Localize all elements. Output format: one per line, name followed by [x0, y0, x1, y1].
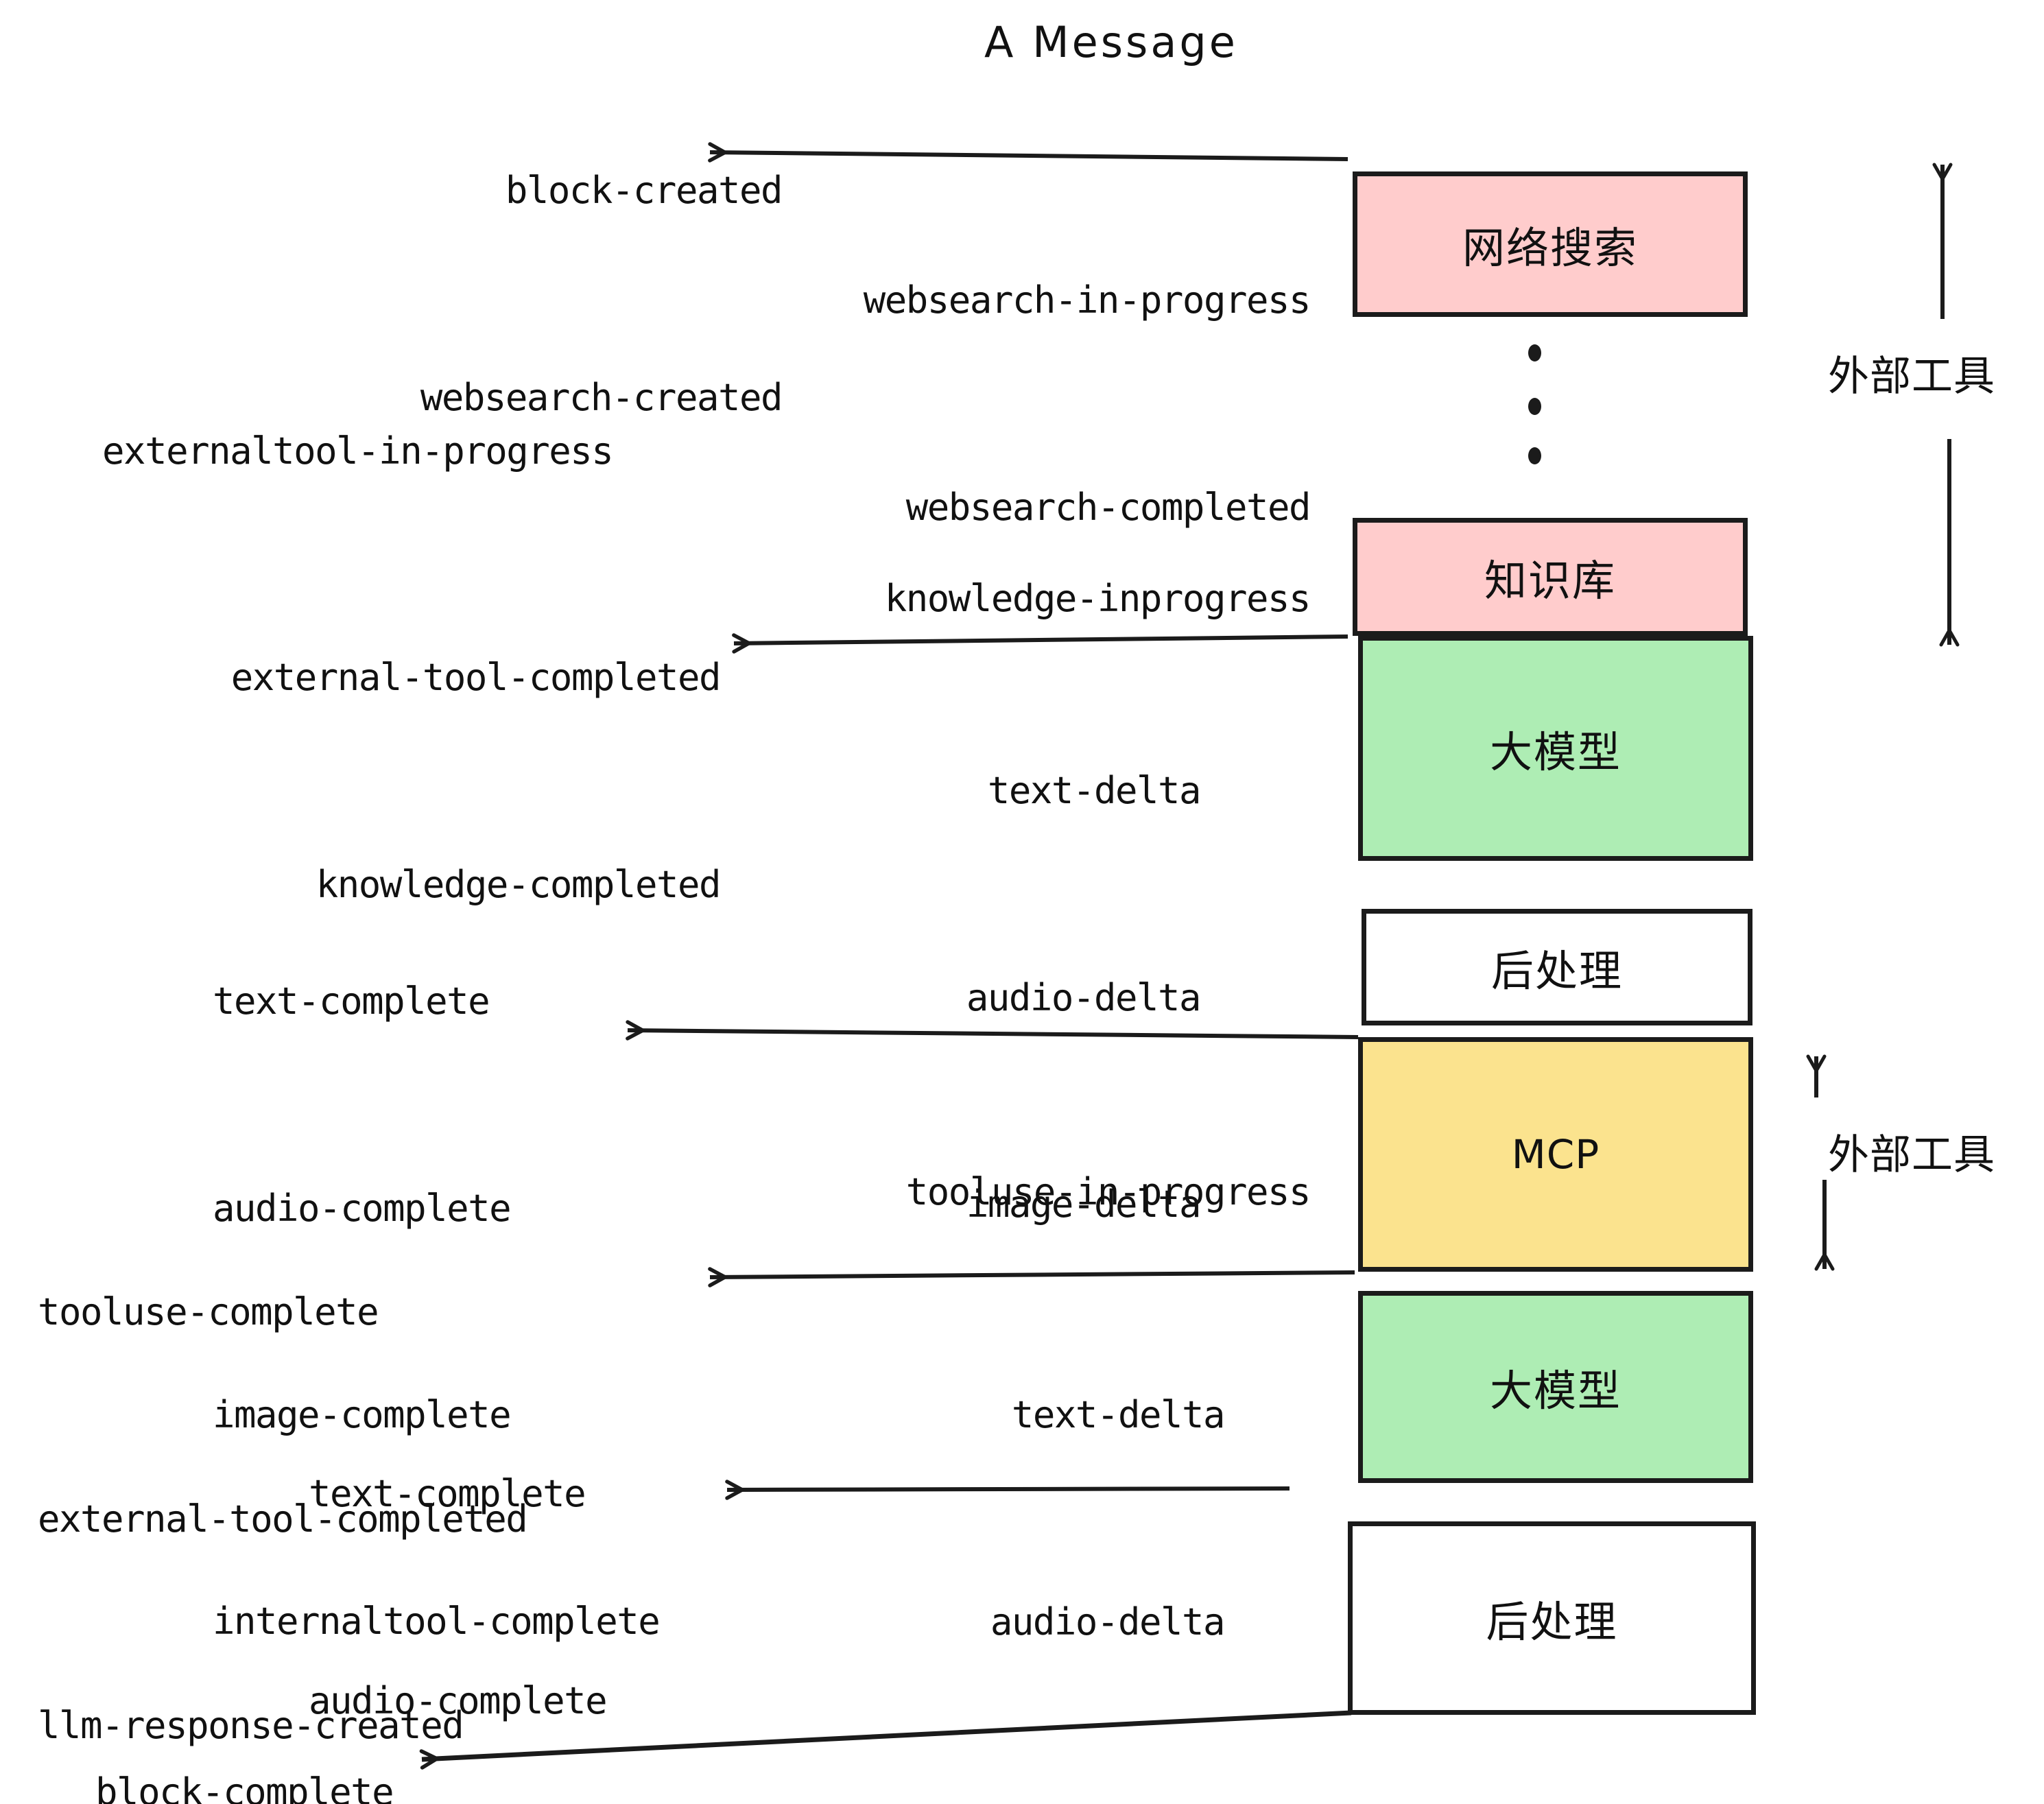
event-label: audio-complete: [213, 1186, 512, 1230]
node-postprocess-1[interactable]: 后处理: [1362, 909, 1752, 1025]
event-label: audio-delta: [990, 1600, 1226, 1643]
event-label: tooluse-in-progress: [905, 1170, 1311, 1214]
event-label: knowledge-completed: [316, 862, 722, 906]
event-label: websearch-created: [420, 375, 783, 419]
node-postprocess-1-label: 后处理: [1490, 946, 1623, 996]
event-label: audio-complete: [309, 1678, 608, 1722]
event-group-block-created: block-created websearch-created: [96, 96, 783, 492]
node-llm-1-label: 大模型: [1489, 727, 1621, 777]
node-llm-1[interactable]: 大模型: [1358, 636, 1753, 861]
event-group-delta-1: text-delta audio-delta image-delta: [658, 696, 1202, 1298]
side-label-external-tool-top: 外部工具: [1828, 353, 1995, 401]
event-group-tooluse: tooluse-complete external-tool-completed…: [38, 1218, 528, 1804]
node-llm-2-label: 大模型: [1489, 1366, 1621, 1416]
node-websearch[interactable]: 网络搜索: [1353, 171, 1748, 317]
event-label: websearch-in-progress: [863, 278, 1311, 322]
event-label: external-tool-completed: [38, 1497, 528, 1541]
side-label-external-tool-bottom: 外部工具: [1828, 1131, 1995, 1179]
ellipsis-dot: [1528, 398, 1541, 415]
event-tooluse-in-progress: tooluse-in-progress: [542, 1135, 1311, 1248]
event-label: externaltool-in-progress: [102, 429, 614, 473]
event-label: internaltool-complete: [213, 1600, 661, 1643]
event-externaltool-in-progress: externaltool-in-progress: [17, 394, 614, 508]
ellipsis-dot: [1528, 447, 1541, 464]
event-group-external-knowledge: external-tool-completed knowledge-comple…: [27, 583, 722, 979]
node-mcp-label: MCP: [1511, 1131, 1600, 1178]
arrow-block-created: [708, 142, 1348, 163]
event-label: knowledge-inprogress: [884, 577, 1311, 621]
node-knowledge[interactable]: 知识库: [1353, 518, 1748, 636]
event-group-complete-1: text-complete audio-complete image-compl…: [213, 907, 661, 1716]
event-label: tooluse-complete: [38, 1290, 379, 1334]
node-postprocess-2[interactable]: 后处理: [1348, 1521, 1756, 1715]
event-group-delta-2: text-delta audio-delta image-delta: [686, 1320, 1226, 1804]
node-mcp[interactable]: MCP: [1358, 1037, 1753, 1272]
page-title: A Message: [984, 17, 1238, 67]
event-label: text-complete: [213, 980, 490, 1023]
event-block-complete: block-complete: [10, 1735, 394, 1804]
node-postprocess-2-label: 后处理: [1486, 1597, 1618, 1647]
node-llm-2[interactable]: 大模型: [1358, 1291, 1753, 1483]
event-label: audio-delta: [966, 975, 1202, 1019]
event-knowledge-inprogress: knowledge-inprogress: [542, 542, 1311, 655]
event-label: text-complete: [309, 1472, 586, 1516]
event-label: block-complete: [95, 1770, 394, 1804]
event-label: image-delta: [966, 1182, 1202, 1226]
node-knowledge-label: 知识库: [1484, 556, 1616, 606]
event-label: block-created: [505, 169, 783, 213]
event-label: text-delta: [1011, 1393, 1226, 1437]
event-group-websearch: websearch-in-progress websearch-complete…: [535, 206, 1311, 602]
event-label: external-tool-completed: [230, 656, 722, 700]
event-label: image-complete: [213, 1392, 512, 1436]
event-label: websearch-completed: [905, 485, 1311, 529]
node-websearch-label: 网络搜索: [1462, 223, 1638, 273]
event-label: llm-response-created: [38, 1703, 464, 1747]
ellipsis-dot: [1528, 344, 1541, 361]
event-label: text-delta: [987, 769, 1202, 813]
